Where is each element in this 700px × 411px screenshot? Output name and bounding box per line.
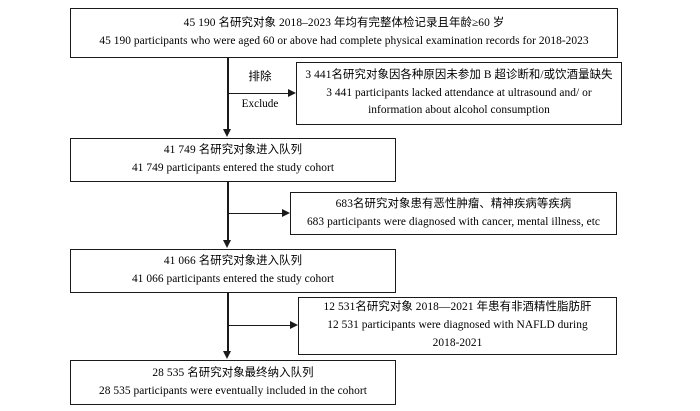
main-box-cohort-41749-en: 41 749 participants entered the study co… (131, 162, 335, 174)
main-box-cohort-41066: 41 066 名研究对象进入队列 41 066 participants ent… (70, 249, 396, 293)
arrow-right-to-exclusion-2 (282, 209, 290, 218)
main-box-final-cohort-en: 28 535 participants were eventually incl… (99, 384, 367, 397)
main-box-cohort-41066-zh: 41 066 名研究对象进入队列 (163, 255, 303, 268)
exclude-label-en: Exclude (241, 98, 279, 110)
arrow-right-to-exclusion-1 (288, 89, 296, 98)
arrow-right-to-exclusion-3 (290, 321, 298, 330)
main-box-cohort-41749-zh: 41 749 名研究对象进入队列 (163, 144, 303, 157)
connector-branch-1 (227, 93, 290, 95)
exclude-label-1-en: Exclude (230, 98, 290, 111)
exclusion-box-ultrasound-alcohol-zh: 3 441名研究对象因各种原因未参加 B 超诊断和/或饮酒量缺失 (305, 68, 613, 81)
connector-trunk-3 (227, 293, 229, 351)
exclusion-box-ultrasound-alcohol: 3 441名研究对象因各种原因未参加 B 超诊断和/或饮酒量缺失 3 441 p… (296, 62, 622, 125)
exclude-label-zh: 排除 (248, 70, 272, 83)
exclusion-box-cancer-mental-en-1: 683 participants were diagnosed with can… (306, 215, 601, 228)
main-box-cohort-41749: 41 749 名研究对象进入队列 41 749 participants ent… (70, 138, 396, 182)
exclusion-box-nafld: 12 531名研究对象 2018—2021 年患有非酒精性脂肪肝 12 531 … (298, 297, 617, 355)
exclusion-box-ultrasound-alcohol-en-2: information about alcohol consumption (368, 104, 550, 117)
connector-branch-3 (227, 325, 292, 327)
main-box-enrolled-pool-en: 45 190 participants who were aged 60 or … (99, 35, 589, 47)
arrow-down-to-final-cohort (223, 351, 232, 359)
exclusion-box-cancer-mental-zh: 683名研究对象患有恶性肿瘤、精神疾病等疾病 (335, 197, 572, 210)
main-box-enrolled-pool: 45 190 名研究对象 2018–2023 年均有完整体检记录且年龄≥60 岁… (70, 8, 618, 58)
connector-branch-2 (227, 213, 284, 215)
exclude-label-1: 排除 (230, 70, 290, 84)
main-box-enrolled-pool-zh: 45 190 名研究对象 2018–2023 年均有完整体检记录且年龄≥60 岁 (183, 17, 505, 30)
exclusion-box-nafld-en-1: 12 531 participants were diagnosed with … (327, 319, 588, 332)
connector-trunk-2 (227, 182, 229, 240)
exclusion-box-cancer-mental: 683名研究对象患有恶性肿瘤、精神疾病等疾病 683 participants … (290, 192, 617, 235)
main-box-final-cohort: 28 535 名研究对象最终纳入队列 28 535 participants w… (70, 360, 396, 405)
exclusion-box-ultrasound-alcohol-en-1: 3 441 participants lacked attendance at … (326, 86, 592, 99)
arrow-down-to-cohort-2 (223, 240, 232, 248)
exclusion-box-nafld-zh: 12 531名研究对象 2018—2021 年患有非酒精性脂肪肝 (323, 301, 592, 314)
exclusion-box-nafld-en-2: 2018-2021 (432, 336, 483, 349)
main-box-final-cohort-zh: 28 535 名研究对象最终纳入队列 (152, 366, 314, 379)
main-box-cohort-41066-en: 41 066 participants entered the study co… (131, 273, 335, 285)
arrow-down-to-cohort-1 (223, 129, 232, 137)
